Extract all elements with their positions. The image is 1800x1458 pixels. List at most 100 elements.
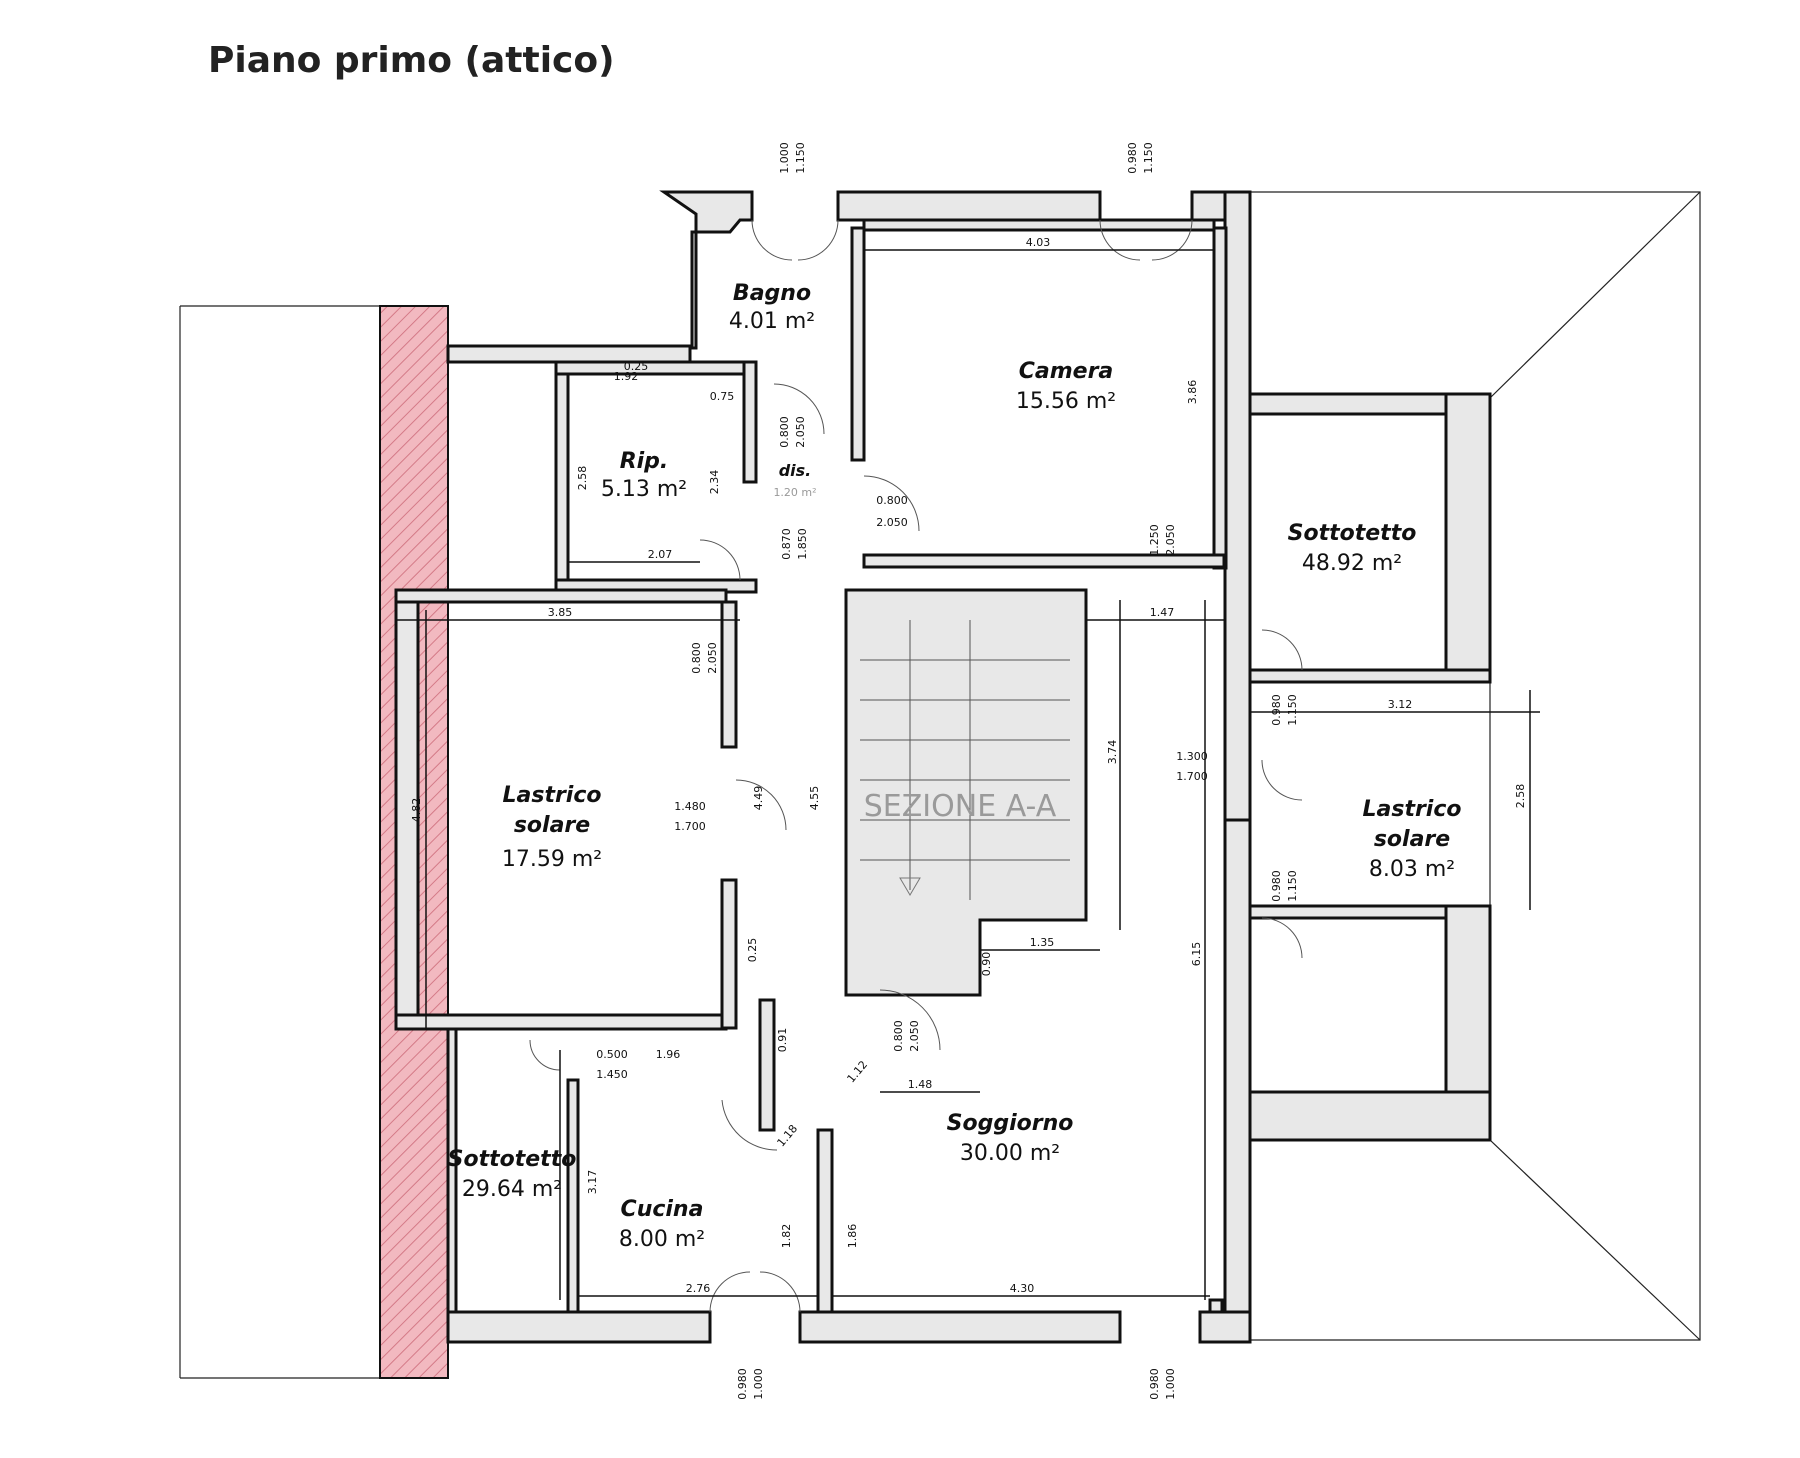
dim-label: 0.25 — [746, 938, 759, 963]
room-name: dis. — [779, 461, 812, 480]
dim-label: 0.800 — [892, 1020, 905, 1052]
dim-label: 4.03 — [1026, 236, 1051, 249]
dim-label: 1.000 — [752, 1368, 765, 1400]
dim-label: 1.47 — [1150, 606, 1175, 619]
staircase — [860, 620, 1070, 900]
dim-label: 3.74 — [1106, 740, 1119, 765]
dim-label: 3.86 — [1186, 380, 1199, 405]
walls — [394, 190, 1492, 1344]
dim-label: 0.980 — [1148, 1368, 1161, 1400]
room-name: Sottotetto — [1288, 521, 1417, 546]
room-area: 17.59 m² — [502, 847, 602, 872]
section-label: SEZIONE A-A — [864, 789, 1057, 824]
dim-label: 2.050 — [908, 1020, 921, 1052]
dim-label: 1.92 — [614, 370, 639, 383]
dim-label: 1.700 — [674, 820, 706, 833]
dim-label: 0.800 — [876, 494, 908, 507]
room-sottotetto-right: Sottotetto 48.92 m² — [1288, 521, 1417, 576]
dim-label: 1.000 — [1164, 1368, 1177, 1400]
dim-label: 2.58 — [576, 466, 589, 491]
dim-label: 2.050 — [706, 642, 719, 674]
room-cucina: Cucina 8.00 m² — [619, 1197, 705, 1252]
dim-label: 6.15 — [1190, 942, 1203, 967]
dim-label: 0.980 — [1270, 694, 1283, 726]
dim-label: 0.90 — [980, 952, 993, 977]
room-area: 8.00 m² — [619, 1227, 705, 1252]
dimension-lines — [396, 249, 1540, 1300]
dim-label: 2.050 — [876, 516, 908, 529]
dim-label: 2.58 — [1514, 784, 1527, 809]
dim-label: 2.050 — [1164, 524, 1177, 556]
room-bagno: Bagno 4.01 m² — [729, 281, 815, 334]
dim-label: 1.850 — [796, 528, 809, 560]
dim-label: 1.12 — [844, 1058, 870, 1085]
room-rip: Rip. 5.13 m² — [601, 449, 687, 502]
dim-label: 1.450 — [596, 1068, 628, 1081]
dim-label: 0.800 — [690, 642, 703, 674]
room-area: 29.64 m² — [462, 1177, 562, 1202]
room-area: 4.01 m² — [729, 309, 815, 334]
room-area: 15.56 m² — [1016, 389, 1116, 414]
dim-label: 1.18 — [774, 1122, 800, 1149]
page-title: Piano primo (attico) — [208, 40, 615, 81]
dim-label: 1.150 — [1142, 142, 1155, 174]
dim-label: 2.34 — [708, 470, 721, 495]
room-area: 30.00 m² — [960, 1141, 1060, 1166]
dim-label: 2.07 — [648, 548, 673, 561]
dim-label: 0.980 — [1126, 142, 1139, 174]
dim-label: 0.980 — [736, 1368, 749, 1400]
dim-label: 3.17 — [586, 1170, 599, 1195]
dim-label: 1.96 — [656, 1048, 681, 1061]
dimension-labels: 4.03 3.85 1.47 3.12 1.35 1.48 2.07 2.76 … — [410, 142, 1527, 1400]
dim-label: 2.76 — [686, 1282, 711, 1295]
dim-label: 1.48 — [908, 1078, 933, 1091]
dim-label: 4.49 — [752, 786, 765, 811]
room-area: 1.20 m² — [773, 486, 816, 499]
dim-label: 1.150 — [794, 142, 807, 174]
dim-label: 1.250 — [1148, 524, 1161, 556]
dim-label: 1.480 — [674, 800, 706, 813]
dim-label: 4.82 — [410, 798, 423, 823]
room-sottotetto-left: Sottotetto 29.64 m² — [448, 1147, 577, 1202]
room-lastrico-left: Lastrico solare 17.59 m² — [502, 783, 602, 872]
room-name: Lastrico — [502, 783, 601, 808]
room-camera: Camera 15.56 m² — [1016, 359, 1116, 414]
room-name: Lastrico — [1362, 797, 1461, 822]
room-name: Cucina — [621, 1197, 704, 1222]
dim-label: 1.700 — [1176, 770, 1208, 783]
room-area: 48.92 m² — [1302, 551, 1402, 576]
dim-label: 0.800 — [778, 416, 791, 448]
dim-label: 3.12 — [1388, 698, 1413, 711]
dim-label: 1.150 — [1286, 694, 1299, 726]
dim-label: 4.30 — [1010, 1282, 1035, 1295]
room-name: Soggiorno — [947, 1111, 1074, 1136]
dim-label: 1.82 — [780, 1224, 793, 1249]
dim-label: 1.000 — [778, 142, 791, 174]
room-area: 8.03 m² — [1369, 857, 1455, 882]
room-name: Camera — [1019, 359, 1114, 384]
room-dis: dis. 1.20 m² — [773, 461, 816, 499]
dim-label: 0.870 — [780, 528, 793, 560]
dim-label: 1.300 — [1176, 750, 1208, 763]
room-name-2: solare — [514, 813, 590, 838]
dim-label: 2.050 — [794, 416, 807, 448]
room-name-2: solare — [1374, 827, 1450, 852]
door-swings — [529, 219, 1303, 1313]
room-lastrico-right: Lastrico solare 8.03 m² — [1362, 797, 1461, 882]
room-area: 5.13 m² — [601, 477, 687, 502]
dim-label: 1.35 — [1030, 936, 1055, 949]
room-name: Sottotetto — [448, 1147, 577, 1172]
room-name: Bagno — [733, 281, 811, 306]
dim-label: 4.55 — [808, 786, 821, 811]
room-name: Rip. — [620, 449, 669, 474]
room-soggiorno: Soggiorno 30.00 m² — [947, 1111, 1074, 1166]
dim-label: 0.25 — [624, 360, 649, 373]
dim-label: 0.500 — [596, 1048, 628, 1061]
dim-label: 3.85 — [548, 606, 573, 619]
dim-label: 1.86 — [846, 1224, 859, 1249]
dim-label: 0.75 — [710, 390, 735, 403]
dim-label: 0.91 — [776, 1028, 789, 1053]
dim-label: 0.980 — [1270, 870, 1283, 902]
dim-label: 1.150 — [1286, 870, 1299, 902]
